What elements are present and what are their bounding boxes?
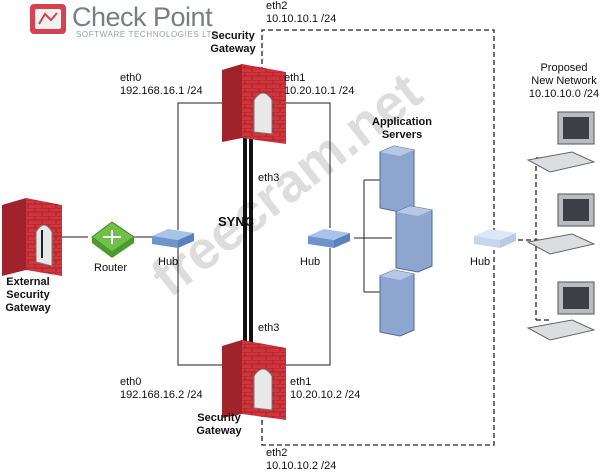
security-gateway-bottom-icon — [222, 340, 286, 420]
app-servers-label: Application Servers — [372, 116, 432, 141]
app-server-1-icon — [379, 145, 415, 213]
sync-link — [243, 108, 253, 356]
ext-gw-label: External Security Gateway — [5, 276, 51, 314]
workstation-2-icon — [526, 193, 596, 255]
sg-top-eth3-label: eth3 — [258, 172, 280, 184]
router-icon — [91, 221, 135, 258]
proposed-network-label: Proposed New Network 10.10.10.0 /24 — [528, 62, 600, 100]
sg-bot-eth1-label: eth1 10.20.10.2 /24 — [290, 376, 361, 401]
sg-top-eth1-label: eth1 10.20.10.1 /24 — [284, 72, 355, 97]
link-sg-bot-hub-mid — [286, 248, 331, 366]
brand-name: Check Point — [72, 2, 213, 32]
sg-bot-name-label: Security Gateway — [196, 412, 242, 437]
sg-top-eth2-label: eth2 10.10.10.1 /24 — [266, 0, 337, 25]
sg-bot-eth3-label: eth3 — [258, 322, 280, 334]
hub-right-icon — [474, 229, 516, 248]
app-server-2-icon — [395, 205, 433, 273]
workstation-3-icon — [526, 281, 596, 341]
link-hub-sg-bot — [177, 246, 222, 366]
sg-bot-eth2-label: eth2 10.10.10.2 /24 — [266, 447, 337, 472]
hub-mid-label: Hub — [300, 256, 321, 268]
link-sg-top-hub-mid — [286, 102, 331, 228]
sg-bot-eth0-label: eth0 192.168.16.2 /24 — [120, 376, 203, 401]
checkpoint-logo-icon — [30, 4, 66, 34]
link-hub-sg-top — [177, 102, 222, 230]
hub-left-label: Hub — [158, 256, 179, 268]
hub-left-icon — [152, 229, 194, 248]
app-server-3-icon — [379, 269, 415, 337]
hub-right-label: Hub — [470, 256, 491, 268]
router-label: Router — [94, 262, 128, 274]
external-firewall-icon — [2, 198, 62, 276]
brand-tagline: SOFTWARE TECHNOLOGIES LTD. — [76, 30, 222, 39]
hub-mid-icon — [308, 229, 350, 248]
connection-lines — [60, 102, 392, 366]
sync-label: SYNC — [218, 214, 255, 229]
sg-top-eth0-label: eth0 192.168.16.1 /24 — [120, 72, 203, 97]
sg-top-name-label: Security Gateway — [210, 30, 256, 55]
security-gateway-top-icon — [222, 64, 286, 144]
workstation-1-icon — [526, 111, 596, 173]
